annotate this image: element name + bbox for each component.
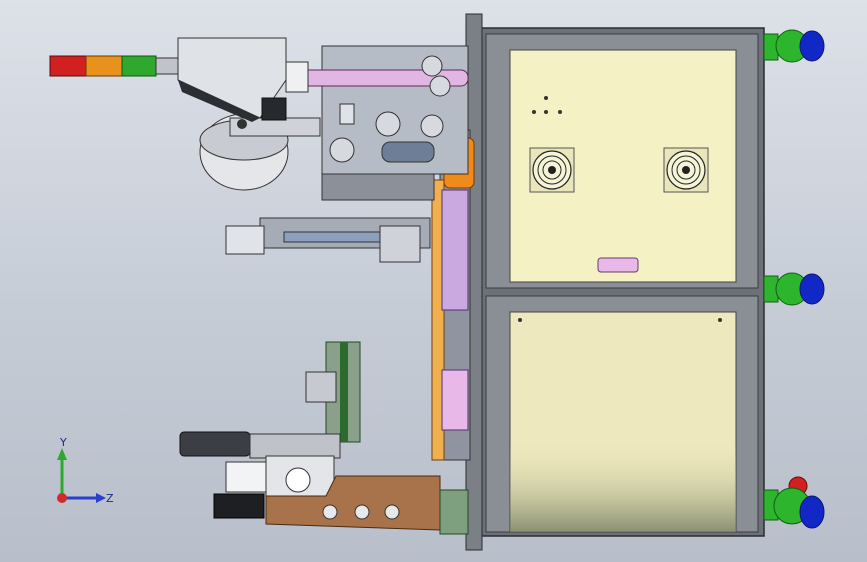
slide-assembly <box>225 217 431 263</box>
y-axis-arrowhead <box>57 448 67 460</box>
cooling-fan-left <box>529 147 575 193</box>
base-plate <box>265 475 469 535</box>
pneumatic-fitting-top <box>763 29 825 63</box>
z-axis-arrowhead <box>96 493 106 503</box>
pneumatic-fitting-middle <box>763 272 825 306</box>
z-axis-label: Z <box>106 492 114 505</box>
mounting-plate <box>431 13 483 551</box>
pneumatic-fitting-bottom <box>763 476 825 529</box>
y-axis-label: Y <box>59 436 67 449</box>
cable-gland-plate <box>597 257 639 273</box>
rotary-disc <box>199 113 321 191</box>
stack-light <box>49 55 179 77</box>
x-axis-dot <box>57 493 67 503</box>
cooling-fan-right <box>663 147 709 193</box>
electrical-cabinet <box>479 27 765 537</box>
axis-triad: Y Z <box>57 436 114 505</box>
upper-mechanism <box>299 45 469 201</box>
lower-gripper <box>179 341 361 519</box>
sensor-head <box>177 37 309 122</box>
